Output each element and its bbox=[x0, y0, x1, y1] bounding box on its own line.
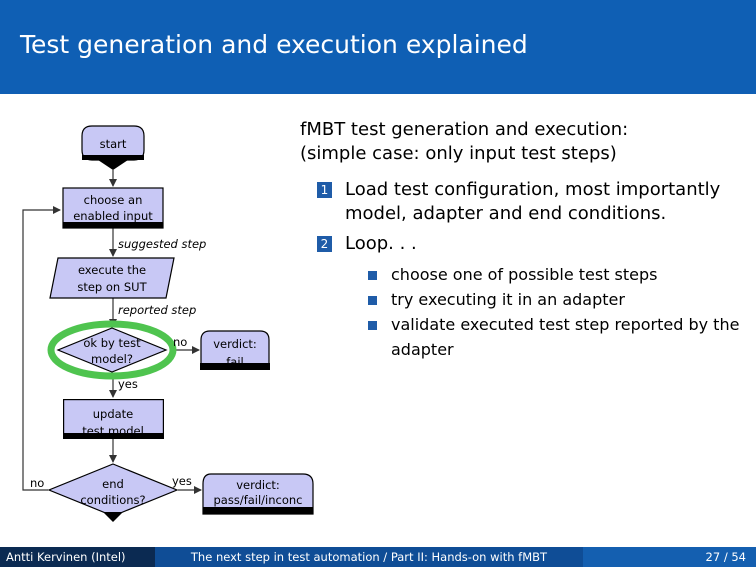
step-1-text: Load test configuration, most importantl… bbox=[345, 179, 721, 224]
update-model-node: update test model bbox=[63, 399, 164, 439]
subitem-execute-text: try executing it in an adapter bbox=[391, 290, 625, 309]
choose-input-node: choose an enabled input bbox=[62, 187, 164, 229]
ok-by-model-decision: ok by test model? bbox=[47, 320, 177, 380]
step-2-number: 2 bbox=[317, 236, 332, 252]
ok-label-line2: model? bbox=[91, 352, 133, 366]
intro-line-2: (simple case: only input test steps) bbox=[300, 143, 617, 164]
reported-step-label: reported step bbox=[118, 303, 196, 317]
verdict-pass-line2: pass/fail/inconc bbox=[213, 493, 302, 507]
yes-label-pass: yes bbox=[172, 474, 192, 488]
highlight-ellipse bbox=[47, 320, 177, 380]
bullet-square-icon bbox=[368, 296, 377, 305]
execute-label-line2: step on SUT bbox=[77, 280, 147, 294]
no-label-loop: no bbox=[30, 476, 44, 490]
execute-label-line1: execute the bbox=[78, 263, 146, 277]
subitem-choose: choose one of possible test steps bbox=[300, 262, 740, 287]
execute-step-node: execute the step on SUT bbox=[49, 257, 175, 299]
start-label: start bbox=[100, 137, 127, 151]
ok-label-line1: ok by test bbox=[83, 336, 141, 350]
suggested-step-label: suggested step bbox=[118, 237, 206, 251]
intro-line-1: fMBT test generation and execution: bbox=[300, 119, 629, 140]
verdict-fail-line1: verdict: bbox=[213, 337, 257, 351]
subitem-validate-text: validate executed test step reported by … bbox=[391, 315, 740, 359]
explanation-text: fMBT test generation and execution: (sim… bbox=[300, 118, 740, 362]
footer-bar: Antti Kervinen (Intel) The next step in … bbox=[0, 547, 756, 567]
edge-end-loop bbox=[22, 206, 61, 491]
step-2: 2 Loop. . . bbox=[300, 232, 740, 256]
no-label-fail: no bbox=[173, 335, 187, 349]
step-1: 1 Load test configuration, most importan… bbox=[300, 178, 740, 226]
footer-author: Antti Kervinen (Intel) bbox=[0, 547, 155, 567]
verdict-pass-line1: verdict: bbox=[236, 478, 280, 492]
start-node: start bbox=[81, 125, 145, 170]
choose-label-line2: enabled input bbox=[73, 209, 153, 223]
choose-label-line1: choose an bbox=[84, 193, 143, 207]
verdict-fail-node: verdict: fail bbox=[200, 330, 270, 370]
footer-page-number: 27 / 54 bbox=[583, 547, 756, 567]
end-conditions-decision: end conditions? bbox=[47, 463, 179, 522]
loop-subitems: choose one of possible test steps try ex… bbox=[300, 262, 740, 362]
bullet-square-icon bbox=[368, 321, 377, 330]
step-1-number: 1 bbox=[317, 182, 332, 198]
end-label-line2: conditions? bbox=[80, 493, 145, 507]
flowchart: start choose an enabled input suggested … bbox=[22, 125, 314, 522]
subitem-choose-text: choose one of possible test steps bbox=[391, 265, 658, 284]
bullet-square-icon bbox=[368, 271, 377, 280]
end-label-line1: end bbox=[102, 477, 124, 491]
subitem-execute: try executing it in an adapter bbox=[300, 287, 740, 312]
update-label-line1: update bbox=[93, 407, 134, 421]
slide-title: Test generation and execution explained bbox=[20, 30, 528, 59]
step-2-text: Loop. . . bbox=[345, 233, 417, 254]
yes-label-update: yes bbox=[118, 377, 138, 391]
footer-talk-title: The next step in test automation / Part … bbox=[155, 547, 583, 567]
verdict-pass-node: verdict: pass/fail/inconc bbox=[202, 473, 314, 515]
title-bar: Test generation and execution explained bbox=[0, 0, 756, 94]
subitem-validate: validate executed test step reported by … bbox=[300, 312, 740, 362]
